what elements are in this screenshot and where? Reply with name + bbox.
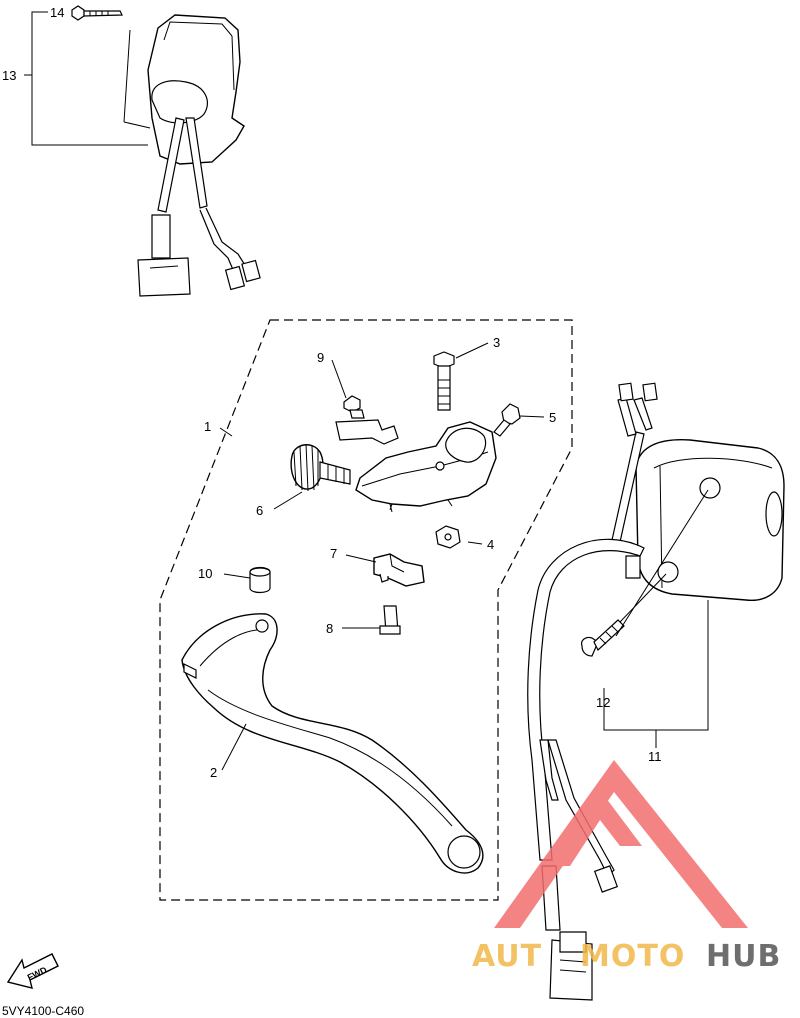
- leader-lines: [221, 342, 545, 771]
- callout-9: 9: [317, 350, 324, 365]
- watermark-text-c: HUB: [706, 939, 781, 974]
- callout-labels: 1 2 3 4 5 6 7 8 9 10 11 12 13 14: [2, 5, 662, 780]
- adjuster-knob-6: [290, 443, 351, 492]
- switch-cover-plate: [335, 419, 399, 445]
- callout-12: 12: [596, 695, 610, 710]
- bolt-5: [493, 403, 521, 437]
- lever-holder: [355, 421, 497, 511]
- bolt-3: [433, 351, 455, 411]
- watermark-logo: [494, 760, 748, 928]
- screw-8: [379, 605, 401, 635]
- nut-4: [435, 525, 461, 549]
- lever-assembly-outline: [159, 319, 573, 901]
- callout-3: 3: [493, 335, 500, 350]
- callout-7: 7: [330, 546, 337, 561]
- watermark-text-b: MOTO: [580, 939, 685, 974]
- diagram-code: 5VY4100-C460: [2, 1004, 84, 1018]
- fwd-arrow-icon: FWD: [6, 953, 59, 989]
- callout-4: 4: [487, 537, 494, 552]
- callout-6: 6: [256, 503, 263, 518]
- brake-switch-7: [373, 553, 425, 587]
- bolt-9: [343, 395, 365, 419]
- collar-10: [249, 566, 271, 594]
- handlebar-switch-right: [527, 382, 785, 1001]
- brake-lever-2: [181, 613, 484, 874]
- callout-5: 5: [549, 410, 556, 425]
- callout-13: 13: [2, 68, 16, 83]
- callout-1: 1: [204, 419, 211, 434]
- callout-8: 8: [326, 621, 333, 636]
- callout-2: 2: [210, 765, 217, 780]
- automotohub-watermark: AUT MOTO HUB: [472, 760, 781, 974]
- handlebar-switch-left: [24, 5, 261, 297]
- watermark-text-a: AUT: [472, 939, 542, 974]
- callout-10: 10: [198, 566, 212, 581]
- callout-14: 14: [50, 5, 64, 20]
- callout-11: 11: [648, 749, 662, 764]
